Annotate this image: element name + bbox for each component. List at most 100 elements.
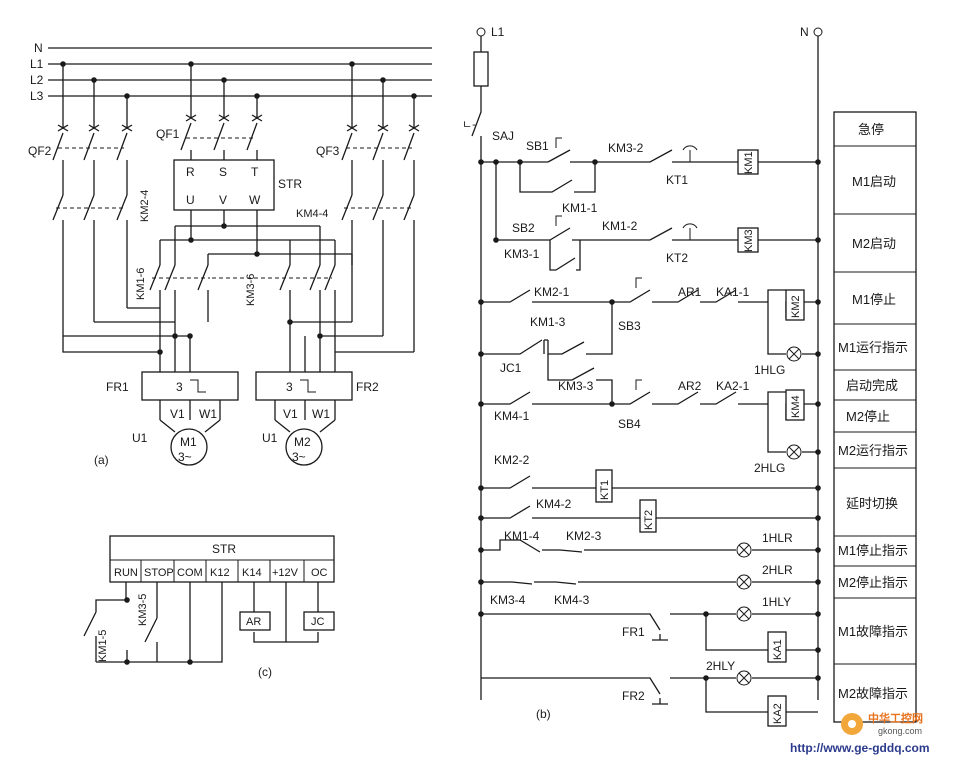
label-km1-5: KM1-5: [97, 630, 109, 662]
control-circuit-b: L1 N ㄴ- SAJ SB1 KM3-2 KT1 KM1 KM1-1 SB2 …: [462, 25, 823, 727]
label-n: N: [800, 25, 809, 39]
soft-starter-box: R S T U V W STR: [173, 159, 302, 211]
str-v: V: [219, 193, 227, 207]
bus-label-l3: L3: [30, 89, 44, 103]
coil-km1: KM1: [743, 151, 755, 174]
m1-name: M1: [180, 435, 197, 449]
contact-km4-4: KM4-4: [296, 194, 415, 352]
contact-km3-6: KM3-6: [212, 264, 336, 352]
label-1hly: 1HLY: [762, 595, 791, 609]
term-oc: OC: [311, 567, 328, 579]
relay-ar: [239, 611, 271, 631]
fn-row-6: M2停止: [846, 409, 890, 424]
coil-ka2: KA2: [772, 703, 784, 724]
m1-u1: U1: [132, 431, 148, 445]
saj-mark: ㄴ-: [462, 119, 476, 131]
lamp-2hly: [736, 670, 752, 686]
m2-name: M2: [294, 435, 311, 449]
m2-w1: W1: [312, 407, 330, 421]
fn-row-9: M1停止指示: [838, 543, 908, 558]
lamp-1hly: [736, 606, 752, 622]
label-kt2: KT2: [666, 251, 688, 265]
m2-v1: V1: [283, 407, 298, 421]
lamp-1hlg: [786, 346, 802, 362]
label-km3-1: KM3-1: [504, 247, 540, 261]
m2-u1: U1: [262, 431, 278, 445]
str-r: R: [186, 165, 195, 179]
bus-label-n: N: [34, 41, 43, 55]
lamp-2hlg: [786, 444, 802, 460]
label-km3-2: KM3-2: [608, 141, 644, 155]
fn-row-12: M2故障指示: [838, 686, 908, 701]
m1-phase: 3~: [178, 450, 192, 464]
label-jc1: JC1: [500, 361, 522, 375]
str-w: W: [249, 193, 261, 207]
breaker-qf2: QF2: [28, 64, 133, 195]
caption-b: (b): [536, 707, 551, 721]
bus-label-l1: L1: [30, 57, 44, 71]
coil-km2: KM2: [790, 295, 802, 318]
label-km4-2: KM4-2: [536, 497, 572, 511]
fn-row-4: M1运行指示: [838, 340, 908, 355]
lamp-1hlr: [736, 542, 752, 558]
label-km3-4: KM3-4: [490, 593, 526, 607]
contact-km2-4: KM2-4: [52, 190, 151, 336]
fn-row-3: M1停止: [852, 292, 896, 307]
watermark-domain: gkong.com: [878, 726, 922, 736]
label-qf1: QF1: [156, 127, 180, 141]
label-km1-6: KM1-6: [135, 268, 147, 300]
label-ar1: AR1: [678, 285, 702, 299]
m2-phase: 3~: [292, 450, 306, 464]
caption-c: (c): [258, 665, 272, 679]
label-fr1-contact: FR1: [622, 625, 645, 639]
term-k14: K14: [242, 567, 262, 579]
terminal-n: [813, 27, 823, 37]
label-km3-6: KM3-6: [245, 274, 257, 306]
label-qf3: QF3: [316, 144, 340, 158]
fn-row-0: 急停: [858, 122, 884, 137]
relay-jc-label: JC: [311, 616, 325, 628]
fr2-digit: 3: [286, 380, 293, 394]
str-u: U: [186, 193, 195, 207]
label-fr1: FR1: [106, 380, 129, 394]
label-km2-4: KM2-4: [139, 190, 151, 222]
label-saj: SAJ: [492, 129, 514, 143]
label-km3-5: KM3-5: [137, 594, 149, 626]
term-k12: K12: [210, 567, 230, 579]
fuse: [473, 51, 489, 87]
fn-row-11: M1故障指示: [838, 624, 908, 639]
label-1hlg: 1HLG: [754, 363, 785, 377]
caption-a: (a): [94, 453, 109, 467]
relay-jc: [303, 611, 335, 631]
label-qf2: QF2: [28, 144, 52, 158]
m1-w1: W1: [199, 407, 217, 421]
label-2hly: 2HLY: [706, 659, 735, 673]
fn-row-10: M2停止指示: [838, 575, 908, 590]
label-l1: L1: [491, 25, 505, 39]
label-km2-2: KM2-2: [494, 453, 530, 467]
contact-km1-6: KM1-6: [135, 264, 210, 352]
str-s: S: [219, 165, 227, 179]
function-table: 急停 M1启动 M2启动 M1停止 M1运行指示 启动完成 M2停止 M2运行指…: [833, 111, 917, 723]
main-circuit-a: N L1 L2 L3 QF2 KM2-4: [28, 41, 432, 467]
coil-km4: KM4: [790, 395, 802, 418]
term-stop: STOP: [144, 567, 174, 579]
fn-row-1: M1启动: [852, 174, 896, 189]
label-2hlg: 2HLG: [754, 461, 785, 475]
breaker-qf3: QF3: [316, 64, 420, 195]
label-km4-1: KM4-1: [494, 409, 530, 423]
coil-km3: KM3: [743, 229, 755, 252]
str-title: STR: [212, 542, 236, 556]
label-km4-3: KM4-3: [554, 593, 590, 607]
terminal-diagram-c: STR RUN STOP COM K12 K14 +12V OC KM1-5 K…: [83, 535, 335, 679]
m2-circle: [285, 428, 323, 466]
label-sb1: SB1: [526, 139, 549, 153]
watermark: 中华工控网 gkong.com http://www.ge-gddq.com: [790, 711, 930, 755]
watermark-url: http://www.ge-gddq.com: [790, 741, 930, 755]
breaker-qf1: QF1: [156, 64, 263, 160]
label-km1-1: KM1-1: [562, 201, 598, 215]
label-ka2-1: KA2-1: [716, 379, 750, 393]
label-km1-4: KM1-4: [504, 529, 540, 543]
label-sb2: SB2: [512, 221, 535, 235]
